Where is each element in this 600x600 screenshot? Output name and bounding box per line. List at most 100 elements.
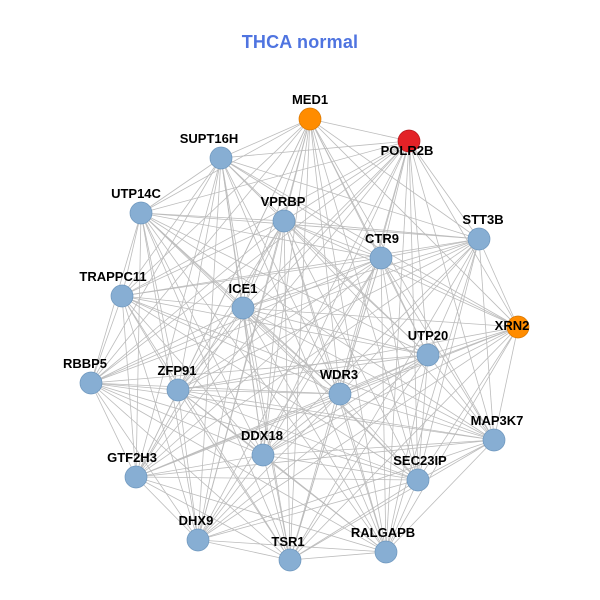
edge-tsr1-ralgapb [289, 551, 387, 561]
edge-utp20-rbbp5 [90, 354, 429, 384]
edge-vprbp-ice1 [242, 220, 285, 309]
node-gtf2h3 [124, 465, 148, 489]
edge-zfp91-sec23ip [177, 389, 419, 481]
edge-vprbp-stt3b [283, 220, 480, 240]
edges-layer [90, 118, 519, 561]
edge-gtf2h3-tsr1 [135, 476, 291, 561]
edge-utp20-dhx9 [197, 354, 429, 541]
edge-trappc11-ice1 [121, 295, 244, 309]
node-tsr1 [278, 548, 302, 572]
edge-map3k7-tsr1 [289, 439, 495, 561]
node-rbbp5 [79, 371, 103, 395]
edge-vprbp-rbbp5 [90, 220, 285, 384]
edge-gtf2h3-sec23ip [135, 476, 419, 481]
edge-vprbp-ctr9 [283, 220, 382, 259]
node-map3k7 [482, 428, 506, 452]
edge-supt16h-utp14c [140, 157, 222, 214]
node-supt16h [209, 146, 233, 170]
edge-wdr3-ddx18 [262, 393, 341, 456]
edge-supt16h-wdr3 [220, 157, 341, 395]
edge-polr2b-ctr9 [380, 140, 410, 259]
edge-wdr3-dhx9 [197, 393, 341, 541]
edge-sec23ip-tsr1 [289, 479, 419, 561]
node-label-wdr3: WDR3 [320, 367, 358, 382]
edge-supt16h-xrn2 [220, 157, 519, 328]
edge-xrn2-sec23ip [417, 326, 519, 481]
node-ralgapb [374, 540, 398, 564]
edge-xrn2-tsr1 [289, 326, 519, 561]
edge-polr2b-utp20 [408, 140, 429, 356]
edge-ice1-utp20 [242, 307, 429, 356]
edge-supt16h-ralgapb [220, 157, 387, 553]
edge-stt3b-ralgapb [385, 238, 480, 553]
edge-ctr9-ice1 [242, 257, 382, 309]
edge-rbbp5-sec23ip [90, 382, 419, 481]
edge-utp20-ddx18 [262, 354, 429, 456]
edge-utp14c-utp20 [140, 212, 429, 356]
edge-vprbp-tsr1 [283, 220, 291, 561]
edge-ctr9-ralgapb [380, 257, 387, 553]
edge-utp14c-gtf2h3 [135, 212, 142, 478]
edge-utp14c-ralgapb [140, 212, 387, 553]
edge-map3k7-ralgapb [385, 439, 495, 553]
edge-trappc11-rbbp5 [90, 295, 123, 384]
edge-rbbp5-zfp91 [90, 382, 179, 391]
edge-ctr9-dhx9 [197, 257, 382, 541]
node-polr2b [397, 129, 421, 153]
edge-ddx18-ralgapb [262, 454, 387, 553]
edge-stt3b-utp20 [427, 238, 480, 356]
edge-trappc11-gtf2h3 [121, 295, 137, 478]
edge-trappc11-ddx18 [121, 295, 264, 456]
edge-ice1-tsr1 [242, 307, 291, 561]
edge-stt3b-ctr9 [380, 238, 480, 259]
node-label-trappc11: TRAPPC11 [79, 269, 146, 284]
edge-ctr9-zfp91 [177, 257, 382, 391]
edge-utp14c-trappc11 [121, 212, 142, 297]
edge-stt3b-trappc11 [121, 238, 480, 297]
node-ddx18 [251, 443, 275, 467]
edge-supt16h-tsr1 [220, 157, 291, 561]
node-label-xrn2: XRN2 [495, 318, 530, 333]
edge-supt16h-ctr9 [220, 157, 382, 259]
edge-supt16h-utp20 [220, 157, 429, 356]
labels-layer: MED1POLR2BSUPT16HUTP14CVPRBPSTT3BCTR9TRA… [63, 92, 529, 549]
edge-sec23ip-dhx9 [197, 479, 419, 541]
edge-wdr3-map3k7 [339, 393, 495, 441]
edge-map3k7-sec23ip [417, 439, 495, 481]
edge-zfp91-gtf2h3 [135, 389, 179, 478]
node-label-ctr9: CTR9 [365, 231, 399, 246]
node-utp14c [129, 201, 153, 225]
edge-utp20-ralgapb [385, 354, 429, 553]
node-label-ddx18: DDX18 [241, 428, 283, 443]
edge-med1-polr2b [309, 118, 410, 142]
edge-utp14c-vprbp [140, 212, 285, 222]
edge-med1-trappc11 [121, 118, 311, 297]
edge-xrn2-ddx18 [262, 326, 519, 456]
node-med1 [298, 107, 322, 131]
node-label-dhx9: DHX9 [179, 513, 214, 528]
edge-zfp91-dhx9 [177, 389, 199, 541]
edge-vprbp-trappc11 [121, 220, 285, 297]
edge-supt16h-rbbp5 [90, 157, 222, 384]
edge-rbbp5-ralgapb [90, 382, 387, 553]
edge-utp20-sec23ip [417, 354, 429, 481]
edge-gtf2h3-ralgapb [135, 476, 387, 553]
edge-wdr3-ralgapb [339, 393, 387, 553]
edge-map3k7-dhx9 [197, 439, 495, 541]
edge-ctr9-xrn2 [380, 257, 519, 328]
edge-utp14c-sec23ip [140, 212, 419, 481]
edge-trappc11-wdr3 [121, 295, 341, 395]
edge-trappc11-zfp91 [121, 295, 179, 391]
edge-vprbp-sec23ip [283, 220, 419, 481]
edge-dhx9-ralgapb [197, 539, 387, 553]
edge-ddx18-gtf2h3 [135, 454, 264, 478]
edge-rbbp5-dhx9 [90, 382, 199, 541]
edge-wdr3-sec23ip [339, 393, 419, 481]
node-label-supt16h: SUPT16H [180, 131, 239, 146]
edge-utp14c-ctr9 [140, 212, 382, 259]
edge-xrn2-gtf2h3 [135, 326, 519, 478]
node-label-vprbp: VPRBP [261, 194, 306, 209]
edge-rbbp5-gtf2h3 [90, 382, 137, 478]
node-label-polr2b: POLR2B [381, 143, 434, 158]
edge-ice1-xrn2 [242, 307, 519, 328]
